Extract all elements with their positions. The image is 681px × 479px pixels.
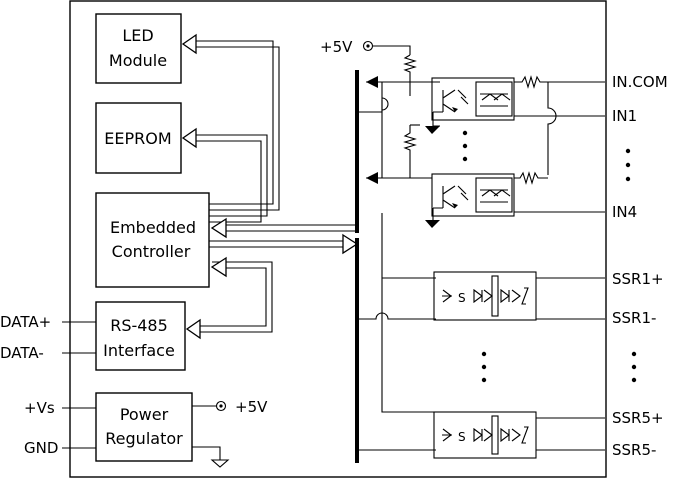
- bus-to-controller-link: [210, 217, 355, 239]
- eeprom-label: EEPROM: [104, 129, 171, 148]
- pin-ssr1-minus: SSR1-: [612, 309, 656, 327]
- input-channel-ellipsis: [462, 130, 631, 182]
- pin-data-minus: DATA-: [0, 344, 44, 362]
- optocoupler-4-icon: [431, 173, 515, 217]
- module-outline: [69, 0, 607, 478]
- pullup-resistor-4-icon: [403, 125, 417, 178]
- rs485-interface-block: RS-485 Interface: [95, 301, 186, 371]
- pin-data-plus: DATA+: [0, 313, 51, 331]
- controller-to-bus-link: [209, 233, 359, 255]
- pin-in-com: IN.COM: [612, 73, 668, 91]
- optocoupler-1-icon: [431, 77, 515, 121]
- input-channel-1: [357, 75, 605, 175]
- controller-rs485-link: [185, 256, 273, 340]
- pullup-resistor-1-icon: [403, 54, 440, 83]
- rs485-label-line2: Interface: [103, 341, 175, 360]
- pin-ssr5-plus: SSR5+: [612, 409, 664, 427]
- power-label-line1: Power: [120, 405, 169, 424]
- ssr-5-s-mark: S: [458, 430, 466, 444]
- controller-eeprom-link: [181, 127, 268, 223]
- controller-label-line2: Controller: [112, 242, 191, 261]
- pin-in1: IN1: [612, 107, 637, 125]
- left-pin-wires: [62, 321, 96, 449]
- output-channel-5: S: [357, 411, 605, 459]
- power-regulator-block: Power Regulator: [95, 392, 193, 462]
- output-channel-ellipsis: [481, 351, 637, 383]
- ssr-1-s-mark: S: [458, 291, 466, 305]
- output-channel-1: S: [357, 213, 605, 413]
- regulator-5v-terminal-icon: [215, 400, 227, 412]
- ssr-1-icon: [433, 271, 537, 321]
- pin-gnd: GND: [24, 439, 58, 457]
- power-label-line2: Regulator: [105, 429, 183, 448]
- embedded-controller-block: Embedded Controller: [95, 192, 210, 288]
- pin-vs: +Vs: [24, 399, 55, 417]
- top-5v-supply: +5V: [320, 38, 440, 83]
- pin-in4: IN4: [612, 203, 637, 221]
- controller-led-link: [181, 33, 280, 211]
- led-module-label-line2: Module: [109, 51, 167, 70]
- ssr-5-icon: [433, 411, 537, 459]
- rs485-label-line1: RS-485: [110, 316, 168, 335]
- pin-ssr5-minus: SSR5-: [612, 441, 656, 459]
- ground-icon: [210, 459, 230, 468]
- led-module-block: LED Module: [95, 13, 182, 84]
- pin-ssr1-plus: SSR1+: [612, 270, 664, 288]
- input-channel-4: [366, 100, 605, 228]
- eeprom-block: EEPROM: [95, 102, 182, 174]
- top-5v-terminal-icon: [362, 40, 374, 52]
- controller-label-line1: Embedded: [110, 218, 196, 237]
- regulator-5v-label: +5V: [235, 398, 268, 416]
- led-module-label-line1: LED: [122, 26, 153, 45]
- top-5v-label: +5V: [320, 38, 353, 56]
- regulator-output: [192, 400, 230, 468]
